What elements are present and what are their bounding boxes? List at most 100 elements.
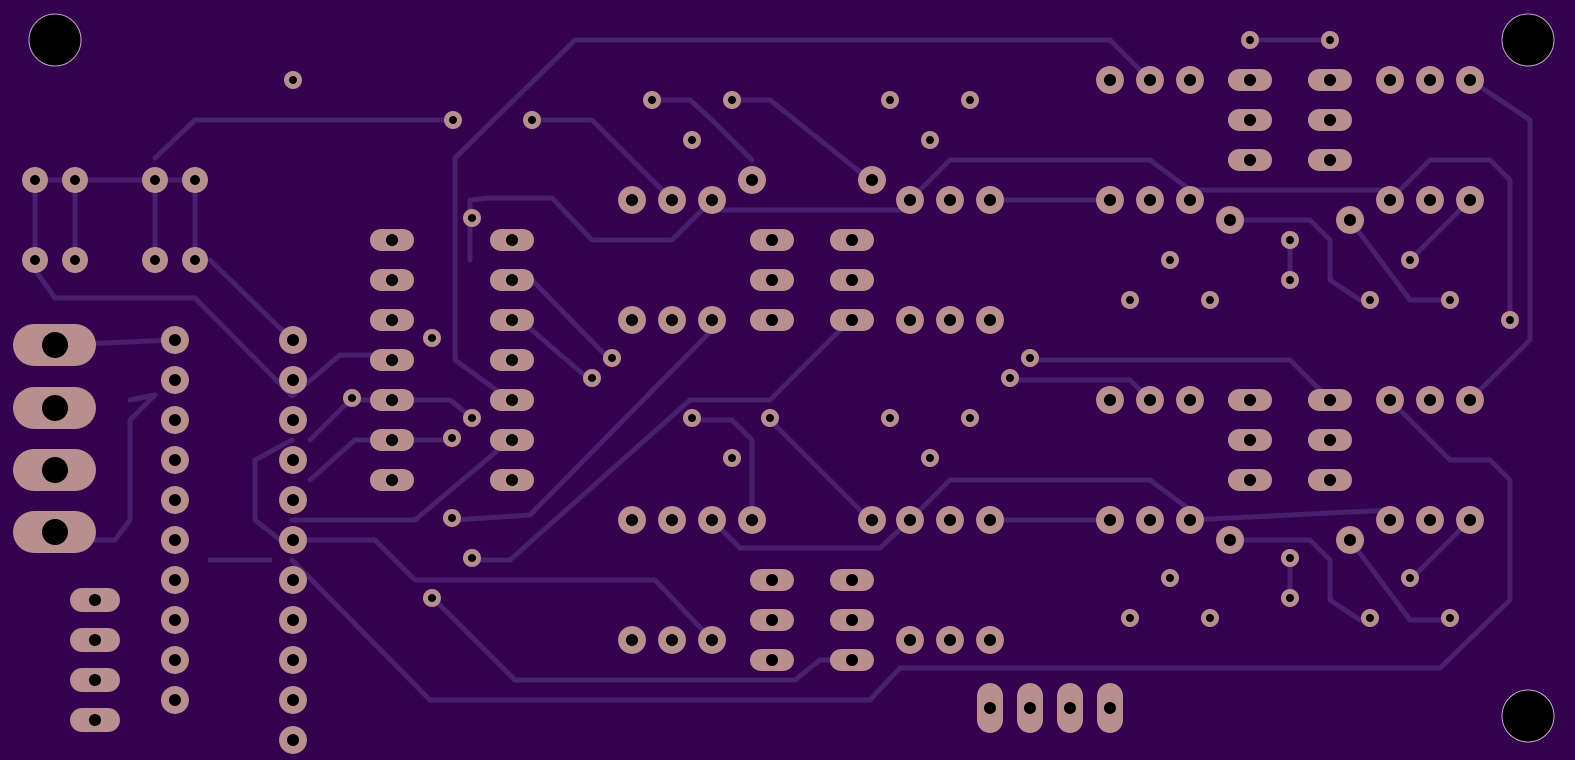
oval-pad-drill-24 [846,614,858,626]
oval-pad-drill-11 [506,394,518,406]
pad-drill-28 [1326,36,1334,44]
pad-drill-125 [746,174,758,186]
pad-drill-98 [1464,194,1476,206]
pad-drill-40 [1206,614,1214,622]
pad-drill-29 [1166,256,1174,264]
pad-drill-38 [1166,574,1174,582]
oval-pad-drill-10 [506,354,518,366]
pad-drill-3 [648,96,656,104]
oval-pad-drill-22 [766,654,778,666]
pad-drill-2 [528,116,536,124]
component-pads [13,31,1519,754]
trace-49 [517,317,593,383]
trace-39 [207,257,295,343]
pad-drill-62 [169,654,181,666]
vertical-pad-drill-2 [1064,702,1076,714]
trace-29 [709,517,913,551]
pad-drill-122 [706,514,718,526]
pad-drill-67 [287,454,299,466]
pad-drill-51 [70,255,80,265]
oval-pad-drill-27 [1244,114,1256,126]
pad-drill-87 [1104,74,1116,86]
pad-drill-15 [588,374,596,382]
pad-drill-81 [904,194,916,206]
pad-drill-58 [169,494,181,506]
trace-27 [907,477,1193,523]
pad-drill-102 [1384,394,1396,406]
trace-44 [307,437,458,483]
pad-drill-43 [1366,614,1374,622]
trace-9 [907,157,1193,203]
pad-drill-27 [1246,36,1254,44]
pad-drill-42 [1286,594,1294,602]
pad-drill-91 [1424,74,1436,86]
pad-drill-18 [428,594,436,602]
oval-pad-drill-7 [506,234,518,246]
pad-drill-45 [1446,614,1454,622]
pad-drill-128 [1344,214,1356,226]
pad-drill-75 [626,194,638,206]
mounting-hole-2 [1501,689,1555,743]
oval-pad-drill-31 [1324,154,1336,166]
pad-drill-113 [984,514,996,526]
pad-drill-36 [1446,296,1454,304]
pad-drill-95 [1184,194,1196,206]
pad-drill-31 [1206,296,1214,304]
pad-drill-96 [1384,194,1396,206]
pad-drill-54 [169,334,181,346]
trace-31 [767,417,873,523]
pad-drill-108 [1384,514,1396,526]
pad-drill-93 [1104,194,1116,206]
pad-drill-49 [190,175,200,185]
pad-drill-55 [169,374,181,386]
pad-drill-64 [287,334,299,346]
pad-drill-66 [287,414,299,426]
pad-drill-105 [1104,514,1116,526]
trace-2 [527,117,675,203]
pad-drill-117 [626,634,638,646]
oval-pad-drill-20 [766,574,778,586]
pad-drill-120 [626,514,638,526]
pad-drill-112 [944,514,956,526]
pad-drill-82 [944,194,956,206]
oval-pad-drill-33 [1244,434,1256,446]
vertical-pad-drill-0 [984,702,996,714]
oval-pad-drill-34 [1244,474,1256,486]
trace-16 [1347,217,1453,303]
pad-drill-88 [1144,74,1156,86]
pad-drill-71 [287,614,299,626]
pad-drill-50 [30,255,40,265]
pad-drill-61 [169,614,181,626]
trace-15 [1227,217,1363,303]
oval-pad-drill-15 [766,274,778,286]
pad-drill-30 [1126,296,1134,304]
pad-drill-79 [666,314,678,326]
oval-pad-drill-28 [1244,154,1256,166]
oval-pad-drill-12 [506,434,518,446]
pad-drill-10 [428,334,436,342]
pad-drill-46 [30,175,40,185]
trace-34 [32,177,295,399]
trace-30 [689,417,755,523]
oval-pad-drill-13 [506,474,518,486]
pad-drill-115 [944,634,956,646]
connector-drill-0 [42,332,68,358]
oval-pad-drill-2 [386,314,398,326]
oval-pad-drill-30 [1324,114,1336,126]
pad-drill-77 [706,194,718,206]
pad-drill-21 [886,414,894,422]
pad-drill-53 [190,255,200,265]
pad-drill-119 [706,634,718,646]
pad-drill-25 [1026,354,1034,362]
pad-drill-80 [706,314,718,326]
trace-32 [452,327,715,523]
pad-drill-90 [1384,74,1396,86]
pad-drill-78 [626,314,638,326]
oval-pad-drill-40 [89,674,101,686]
mounting-holes [28,13,1555,743]
pad-drill-65 [287,374,299,386]
pad-drill-44 [1406,574,1414,582]
pad-drill-16 [448,514,456,522]
pad-drill-130 [1344,534,1356,546]
pad-drill-52 [150,255,160,265]
